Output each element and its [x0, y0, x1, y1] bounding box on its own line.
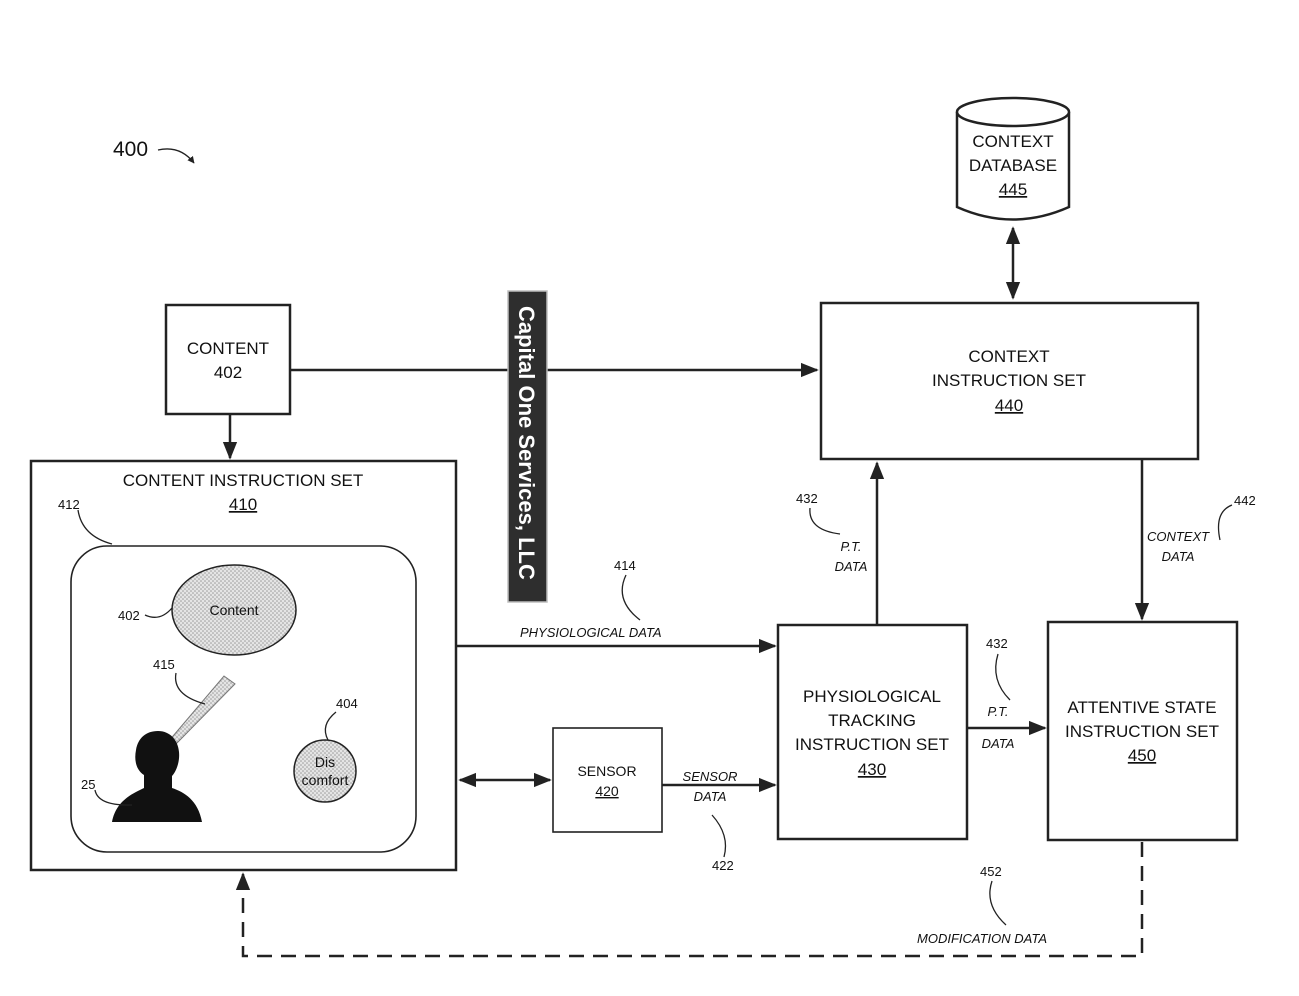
physiological-data-label: PHYSIOLOGICAL DATA	[520, 625, 662, 640]
content-instruction-ref: 410	[229, 495, 257, 514]
figure-arrow	[157, 148, 195, 164]
context-instruction-ref: 440	[995, 396, 1023, 415]
physio-tracking-frame	[776, 623, 969, 841]
physio-tracking-line2: TRACKING	[828, 711, 916, 730]
content-bubble-leader	[144, 607, 173, 618]
context-instruction-frame	[819, 301, 1200, 461]
sensor-label: SENSOR	[577, 763, 636, 779]
sensor-frame	[552, 727, 663, 833]
database-cylinder-top	[955, 96, 1071, 128]
sensor-ref: 420	[595, 783, 619, 799]
inner-panel-leader	[77, 509, 113, 545]
content-box: CONTENT 402	[164, 303, 292, 416]
inner-panel-ref: 412	[58, 497, 80, 512]
attentive-state-line2: INSTRUCTION SET	[1065, 722, 1219, 741]
pt-data-up-leader	[809, 507, 841, 535]
context-instruction-line2: INSTRUCTION SET	[932, 371, 1086, 390]
context-data-leader	[1217, 504, 1233, 541]
content-bubble-label: Content	[209, 602, 258, 618]
sensor-data-leader	[711, 814, 727, 858]
database-cylinder-body	[955, 112, 1071, 221]
content-box-frame	[164, 303, 292, 416]
physiological-tracking-instruction-set: PHYSIOLOGICAL TRACKING INSTRUCTION SET 4…	[776, 623, 969, 841]
database-label-line1: CONTEXT	[972, 132, 1053, 151]
flow-labels: PHYSIOLOGICAL DATA 414 SENSOR DATA 422 P…	[520, 491, 1256, 946]
watermark-bar	[507, 290, 548, 603]
pt-data-right-label-line1: P.T.	[988, 704, 1009, 719]
attentive-state-frame	[1046, 620, 1239, 842]
database-ref: 445	[999, 180, 1027, 199]
discomfort-bubble	[293, 739, 357, 803]
physiological-data-ref: 414	[614, 558, 636, 573]
database-label-line2: DATABASE	[969, 156, 1057, 175]
pt-data-up-label-line2: DATA	[835, 559, 868, 574]
context-data-label-line1: CONTEXT	[1147, 529, 1210, 544]
pt-data-right-leader	[995, 653, 1011, 701]
discomfort-leader	[324, 711, 337, 741]
connectors	[222, 226, 1150, 958]
context-instruction-set: CONTEXT INSTRUCTION SET 440	[819, 301, 1200, 461]
user-silhouette	[112, 731, 202, 822]
pt-data-up-ref: 432	[796, 491, 818, 506]
context-database: CONTEXT DATABASE 445	[955, 96, 1071, 221]
discomfort-line2: comfort	[302, 772, 349, 788]
context-instruction-line1: CONTEXT	[968, 347, 1049, 366]
discomfort-line1: Dis	[315, 754, 335, 770]
physio-tracking-line1: PHYSIOLOGICAL	[803, 687, 941, 706]
modification-data-leader	[989, 880, 1007, 926]
content-instruction-set: CONTENT INSTRUCTION SET 410 412 Content …	[29, 459, 458, 872]
gaze-leader	[174, 672, 206, 705]
discomfort-ref: 404	[336, 696, 358, 711]
context-data-ref: 442	[1234, 493, 1256, 508]
modification-data-path	[241, 842, 1144, 958]
sensor-data-ref: 422	[712, 858, 734, 873]
sensor-data-label-line2: DATA	[694, 789, 727, 804]
sensor-box: SENSOR 420	[552, 727, 663, 833]
content-box-ref: 402	[214, 363, 242, 382]
gaze-ref: 415	[153, 657, 175, 672]
sensor-data-label-line1: SENSOR	[683, 769, 738, 784]
attentive-state-ref: 450	[1128, 746, 1156, 765]
modification-data-label: MODIFICATION DATA	[917, 931, 1047, 946]
context-data-label-line2: DATA	[1162, 549, 1195, 564]
attentive-state-instruction-set: ATTENTIVE STATE INSTRUCTION SET 450	[1046, 620, 1239, 842]
attentive-state-line1: ATTENTIVE STATE	[1067, 698, 1216, 717]
pt-data-up-label-line1: P.T.	[841, 539, 862, 554]
pt-data-right-ref: 432	[986, 636, 1008, 651]
content-box-label: CONTENT	[187, 339, 269, 358]
content-bubble-ref: 402	[118, 608, 140, 623]
content-bubble	[171, 564, 297, 656]
watermark: Capital One Services, LLC	[507, 290, 548, 603]
figure-number: 400	[113, 138, 148, 161]
physio-tracking-ref: 430	[858, 760, 886, 779]
user-ref: 25	[81, 777, 95, 792]
watermark-text: Capital One Services, LLC	[514, 306, 539, 580]
content-instruction-title: CONTENT INSTRUCTION SET	[123, 471, 364, 490]
physiological-data-leader	[621, 574, 641, 621]
user-leader	[94, 789, 133, 806]
physio-tracking-line3: INSTRUCTION SET	[795, 735, 949, 754]
modification-data-ref: 452	[980, 864, 1002, 879]
pt-data-right-label-line2: DATA	[982, 736, 1015, 751]
figure-reference: 400	[113, 138, 195, 164]
